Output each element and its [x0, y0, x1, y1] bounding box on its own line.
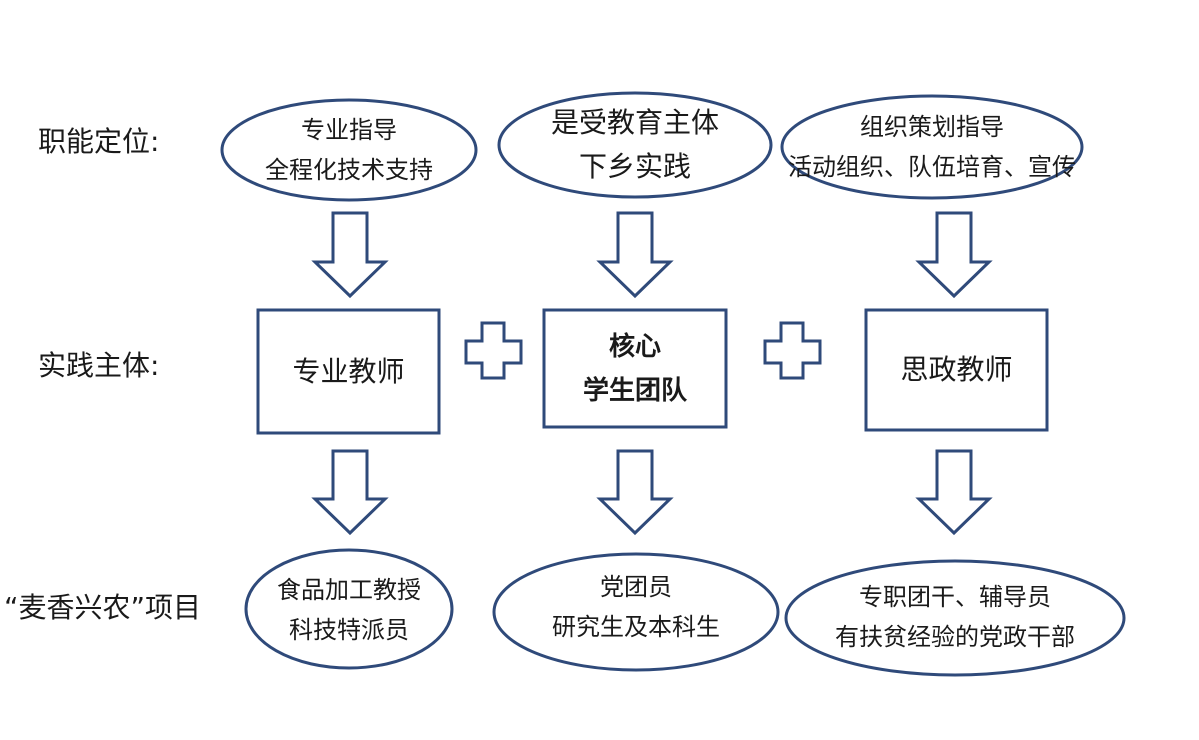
bottom-oval-3 [784, 559, 1126, 677]
plus-icon [763, 321, 822, 380]
top-oval-1-line1: 专业指导 [301, 116, 397, 144]
bottom-oval-1-text: 食品加工教授 科技特派员 [246, 560, 452, 660]
top-oval-1 [220, 98, 478, 202]
bottom-oval-2-text: 党团员 研究生及本科生 [494, 559, 778, 655]
down-arrow-icon [596, 449, 674, 536]
plus-icon [464, 321, 523, 380]
bottom-oval-3-line1: 专职团干、辅导员 [859, 583, 1051, 611]
top-oval-2-line2: 下乡实践 [578, 150, 691, 183]
down-arrow-icon [311, 211, 389, 299]
top-oval-3-line2: 活动组织、队伍培育、宣传 [788, 153, 1076, 181]
bottom-oval-2-line1: 党团员 [600, 573, 672, 601]
bottom-oval-3-text: 专职团干、辅导员 有扶贫经验的党政干部 [786, 572, 1124, 662]
middle-box-3 [864, 308, 1049, 432]
down-arrow-icon [596, 211, 674, 299]
top-oval-2 [497, 91, 773, 199]
row-label-role: 职能定位: [38, 125, 160, 158]
top-oval-1-text: 专业指导 全程化技术支持 [222, 100, 476, 200]
middle-box-1-line1: 专业教师 [292, 354, 405, 388]
bottom-oval-1-line1: 食品加工教授 [277, 576, 421, 604]
bottom-oval-3-line2: 有扶贫经验的党政干部 [835, 623, 1075, 651]
middle-box-1 [256, 308, 441, 435]
top-oval-2-text: 是受教育主体 下乡实践 [499, 93, 771, 197]
top-oval-3-text: 组织策划指导 活动组织、队伍培育、宣传 [772, 96, 1092, 198]
down-arrow-icon [915, 211, 993, 299]
middle-box-2 [542, 308, 728, 429]
bottom-oval-2 [492, 552, 780, 672]
middle-box-2-line1: 核心 [608, 331, 661, 362]
bottom-oval-1-line2: 科技特派员 [289, 616, 409, 644]
down-arrow-icon [915, 449, 993, 536]
bottom-oval-2-line2: 研究生及本科生 [552, 613, 720, 641]
bottom-oval-1 [244, 548, 454, 670]
middle-box-1-text: 专业教师 [258, 310, 439, 433]
top-oval-3-line1: 组织策划指导 [860, 113, 1004, 141]
middle-box-3-text: 思政教师 [866, 310, 1047, 430]
row-label-subject: 实践主体: [38, 349, 160, 382]
row-label-project: “麦香兴农”项目 [4, 591, 202, 624]
middle-box-3-line1: 思政教师 [900, 353, 1013, 386]
top-oval-1-line2: 全程化技术支持 [265, 156, 433, 184]
middle-box-2-line2: 学生团队 [582, 375, 687, 406]
middle-box-2-text: 核心 学生团队 [544, 310, 726, 427]
down-arrow-icon [311, 449, 389, 536]
top-oval-3 [780, 94, 1084, 200]
top-oval-2-line1: 是受教育主体 [550, 106, 719, 139]
